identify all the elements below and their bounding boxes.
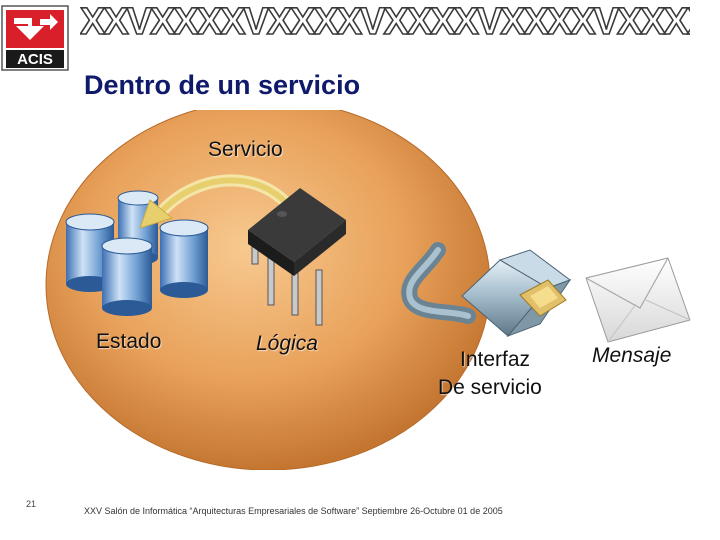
chip-icon — [248, 188, 346, 326]
header-banner: XXVXXXXVXXXXVXXXXVXXXXVXXXXVXXXXVXXXXV — [80, 4, 690, 40]
interfaz-label-line2: De servicio — [438, 376, 542, 399]
acis-logo: ACIS — [0, 4, 72, 72]
interfaz-label-line1: Interfaz — [460, 348, 531, 371]
diagram-graphics — [45, 99, 691, 471]
slide-title: Dentro de un servicio — [84, 70, 361, 100]
service-diagram: Servicio Estado Lógica Interfaz De servi… — [0, 99, 720, 471]
estado-label: Estado — [96, 330, 162, 353]
logica-label: Lógica — [256, 332, 318, 355]
page-number: 21 — [26, 499, 37, 509]
footer-text: XXV Salón de Informática “Arquitecturas … — [84, 506, 503, 516]
envelope-icon — [585, 257, 691, 343]
mensaje-label: Mensaje — [592, 344, 672, 367]
database-cylinders-icon — [65, 190, 209, 316]
logo-text: ACIS — [17, 51, 53, 68]
interface-plug-icon — [401, 242, 572, 338]
service-label: Servicio — [208, 138, 283, 161]
